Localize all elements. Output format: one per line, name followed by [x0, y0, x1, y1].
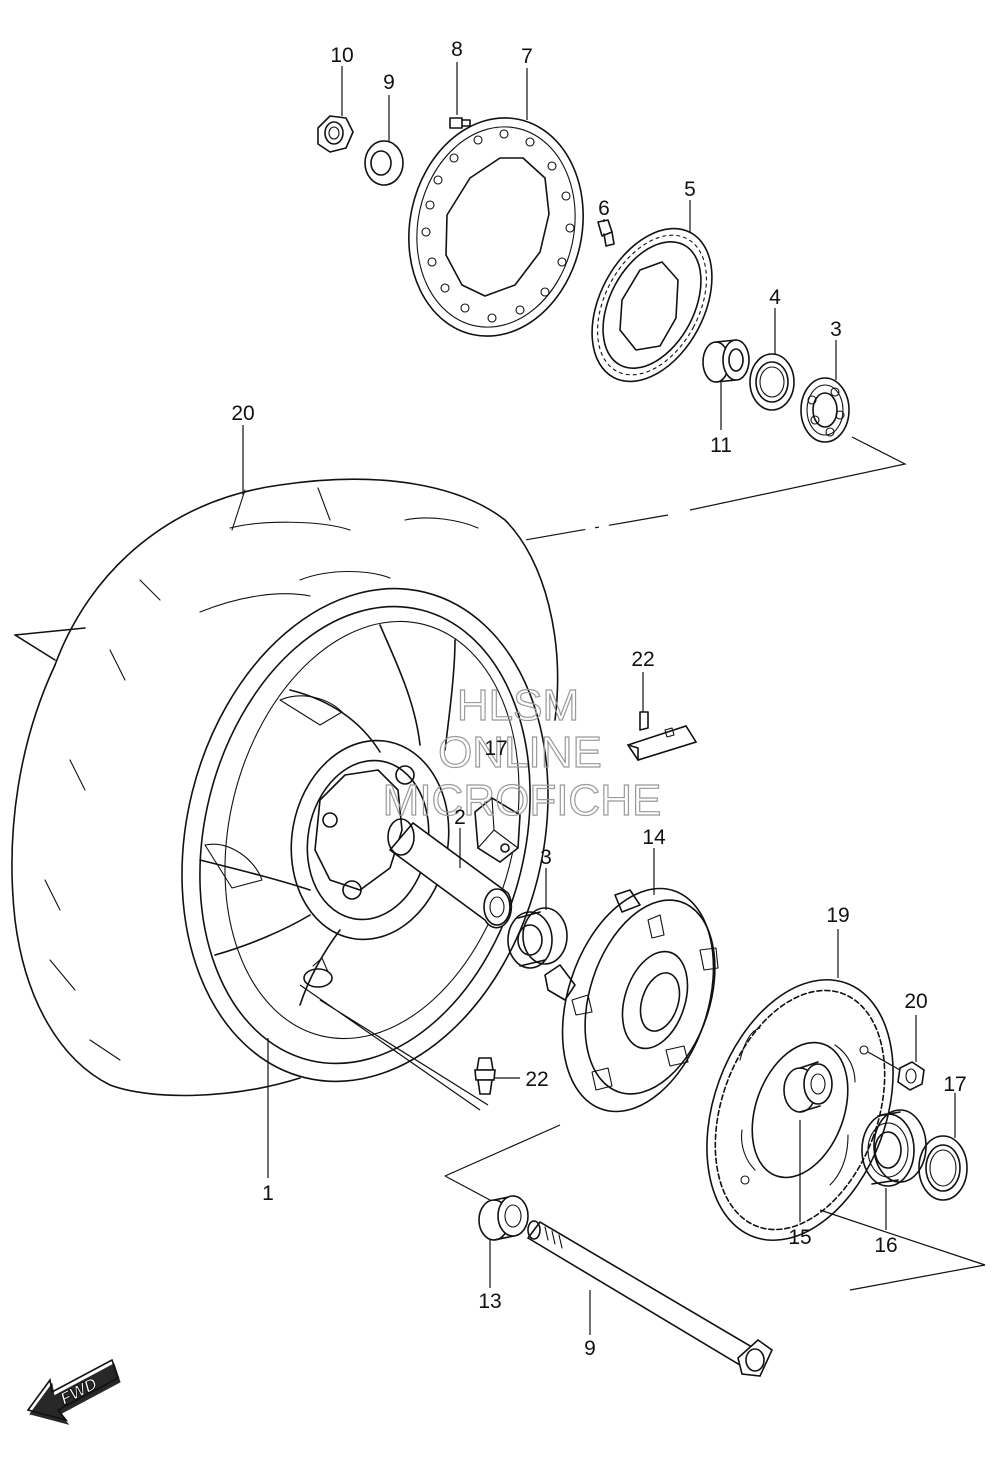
label-part-9: 9 [584, 1337, 596, 1360]
tire-drawing [11, 478, 559, 1097]
label-part-11: 10 [330, 44, 353, 67]
sensor-bolt-drawing [597, 219, 615, 247]
bracket-23-drawing [626, 711, 698, 761]
brake-disc-drawing [408, 117, 584, 337]
label-part-18: 17 [484, 737, 507, 760]
part-labels: 10 9 8 7 5 6 4 3 11 20 22 17 2 14 3 19 2… [231, 38, 966, 1360]
sprocket-drawing [706, 978, 894, 1242]
spacer-12-drawing [702, 339, 750, 383]
label-part-4: 4 [769, 286, 781, 309]
bearing-16-drawing [861, 1109, 927, 1187]
label-part-6: 6 [598, 197, 610, 220]
label-part-15: 15 [788, 1226, 811, 1249]
label-part-5: 5 [684, 178, 696, 201]
label-part-23: 22 [631, 648, 654, 671]
oil-seal-4-drawing [749, 353, 795, 411]
label-part-17: 17 [943, 1073, 966, 1096]
label-part-7: 7 [521, 45, 533, 68]
sprocket-hub-drawing [544, 887, 719, 1113]
label-part-16: 16 [874, 1234, 897, 1257]
label-part-13: 13 [478, 1290, 501, 1313]
label-part-8: 8 [451, 38, 463, 61]
disc-bolt-drawing [449, 117, 471, 129]
sprocket-spacer-drawing [783, 1061, 833, 1113]
label-part-1: 1 [262, 1182, 274, 1205]
oil-seal-17-drawing [918, 1135, 968, 1201]
washer-drawing [364, 140, 404, 186]
sensor-rotor-drawing [591, 227, 713, 383]
watermark-line-3: MICROFICHE [383, 776, 662, 825]
label-part-2: 2 [454, 806, 466, 829]
fwd-arrow-icon: FWD [26, 1358, 121, 1425]
air-valve-drawing [474, 1057, 496, 1095]
label-part-12: 11 [710, 434, 732, 457]
spacer-13-drawing [478, 1195, 529, 1241]
label-part-14: 14 [642, 826, 666, 849]
axle-drawing [526, 1220, 774, 1377]
watermark-line-1: HLSM [457, 681, 579, 730]
label-part-3-lower: 3 [540, 846, 552, 869]
watermark-line-2: ONLINE [438, 728, 602, 777]
nut-drawing [317, 115, 354, 153]
bearing-3-top-drawing [800, 377, 850, 443]
label-part-19: 19 [826, 904, 849, 927]
wheel-rim-drawing [181, 587, 549, 1083]
watermark: HLSM ONLINE MICROFICHE [382, 680, 662, 825]
label-part-20: 20 [904, 990, 927, 1013]
hub-sleeve-drawing [387, 818, 513, 929]
label-part-22: 22 [525, 1068, 548, 1091]
leader-lines [242, 62, 956, 1335]
sprocket-nut-drawing [897, 1061, 925, 1091]
label-part-3-top: 3 [830, 318, 842, 341]
bearing-3-lower-drawing [507, 907, 568, 969]
label-part-21: 20 [231, 402, 254, 425]
damper-drawing [474, 797, 521, 863]
label-part-10: 9 [383, 71, 395, 94]
